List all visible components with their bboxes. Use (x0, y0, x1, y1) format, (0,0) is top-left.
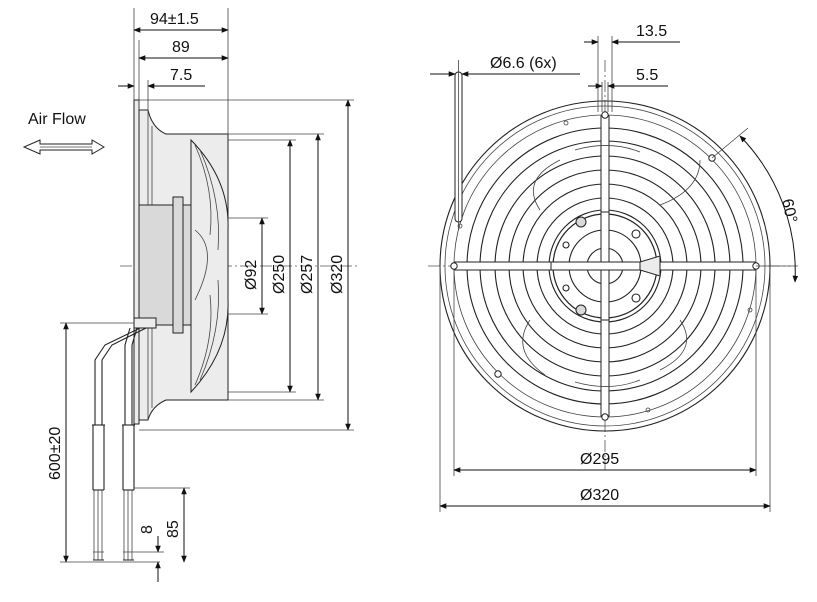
dim-7-5: 7.5 (170, 67, 192, 84)
mounting-plate (133, 99, 140, 425)
mounting-hole (450, 262, 458, 270)
dim-5-5: 5.5 (636, 67, 658, 84)
cables (92, 317, 157, 561)
dim-angle: 60° (778, 197, 800, 224)
air-flow-arrow (22, 139, 105, 155)
angle-arc (739, 135, 799, 283)
mounting-hole (601, 111, 609, 119)
motor-body (138, 204, 174, 326)
dim-d257: Ø257 (299, 255, 316, 294)
dim-d320-front: Ø320 (580, 487, 619, 504)
impeller-blades (190, 138, 229, 394)
front-blades (522, 145, 701, 387)
air-flow-label: Air Flow (28, 111, 86, 128)
dim-94: 94±1.5 (150, 11, 199, 28)
dim-d295: Ø295 (580, 451, 619, 468)
dim-d92: Ø92 (243, 260, 260, 290)
dim-d250: Ø250 (271, 255, 288, 294)
dim-13-5: 13.5 (636, 23, 667, 40)
dim-89: 89 (172, 39, 190, 56)
dim-600: 600±20 (47, 427, 64, 480)
dim-85: 85 (165, 520, 182, 538)
front-view: Ø6.6 (6x) 13.5 5.5 60° Ø295 Ø320 (428, 23, 800, 512)
side-view: Air Flow (22, 8, 360, 582)
dim-d320-side: Ø320 (329, 255, 346, 294)
mounting-hole (494, 370, 502, 378)
dim-holes: Ø6.6 (6x) (490, 55, 557, 72)
dim-8: 8 (139, 525, 156, 534)
mounting-hole (601, 413, 609, 421)
